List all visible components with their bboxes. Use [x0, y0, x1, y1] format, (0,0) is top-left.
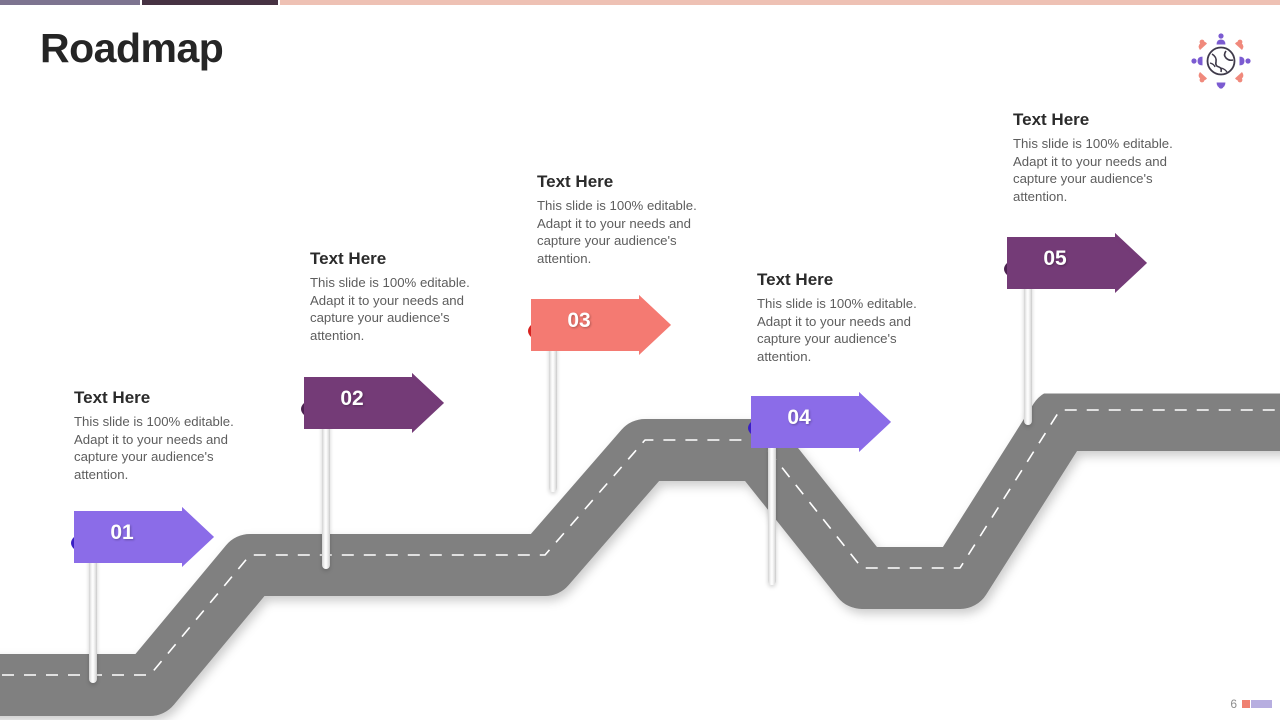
milestone-03-text: Text Here This slide is 100% editable. A… — [537, 172, 727, 267]
milestone-02-pole — [322, 389, 330, 569]
milestone-05-text: Text Here This slide is 100% editable. A… — [1013, 110, 1203, 205]
footer-chip-coral — [1242, 700, 1250, 708]
accent-segment-3 — [280, 0, 1280, 5]
milestone-05-pole — [1024, 250, 1032, 425]
milestone-05-heading: Text Here — [1013, 110, 1090, 129]
footer-color-chip — [1242, 700, 1272, 708]
milestone-01-text: Text Here This slide is 100% editable. A… — [74, 388, 264, 483]
accent-segment-1 — [0, 0, 140, 5]
footer-chip-lavender — [1251, 700, 1272, 708]
milestone-02-flag[interactable]: 02 — [298, 369, 444, 433]
milestone-02-body: This slide is 100% editable. Adapt it to… — [310, 275, 470, 343]
milestone-05-flag[interactable]: 05 — [1001, 229, 1147, 293]
milestone-03-heading: Text Here — [537, 172, 614, 191]
milestone-04-flag[interactable]: 04 — [745, 388, 891, 452]
page-title: Roadmap — [40, 25, 224, 71]
milestone-03-body: This slide is 100% editable. Adapt it to… — [537, 198, 697, 266]
top-accent-bar — [0, 0, 1280, 5]
milestone-05-body: This slide is 100% editable. Adapt it to… — [1013, 136, 1173, 204]
milestone-02-heading: Text Here — [310, 249, 387, 268]
milestone-01-flag[interactable]: 01 — [68, 503, 214, 567]
page-number: 6 — [1230, 697, 1237, 711]
milestone-04-text: Text Here This slide is 100% editable. A… — [757, 270, 947, 365]
milestone-04-pole — [768, 410, 776, 585]
global-team-globe-logo — [1188, 30, 1254, 92]
milestone-03-pole — [549, 312, 557, 492]
milestone-04-heading: Text Here — [757, 270, 834, 289]
accent-segment-2 — [142, 0, 278, 5]
milestone-02-text: Text Here This slide is 100% editable. A… — [310, 249, 500, 344]
milestone-01-body: This slide is 100% editable. Adapt it to… — [74, 414, 234, 482]
milestone-01-pole — [89, 525, 97, 683]
milestone-03-flag[interactable]: 03 — [525, 291, 671, 355]
milestone-01-heading: Text Here — [74, 388, 151, 407]
milestone-04-body: This slide is 100% editable. Adapt it to… — [757, 296, 917, 364]
